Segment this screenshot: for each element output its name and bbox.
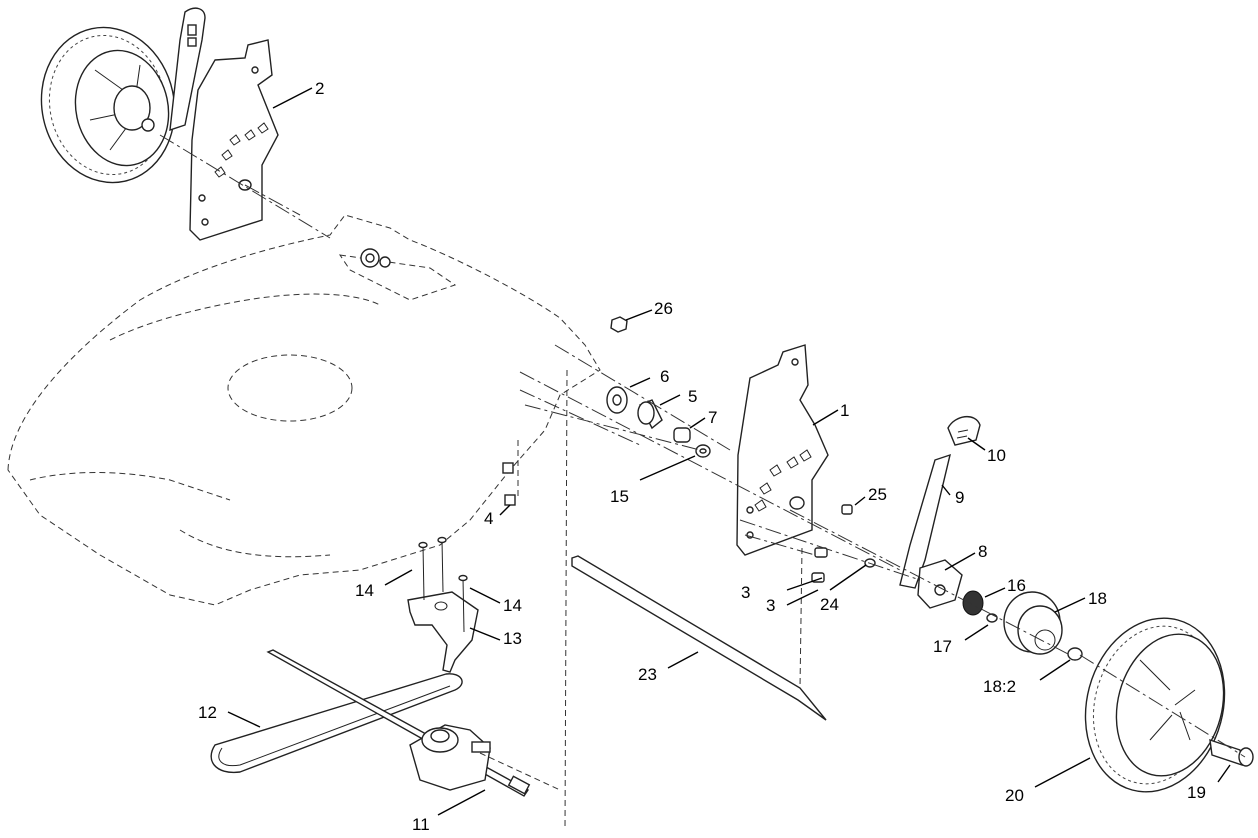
callout-1: 1	[840, 401, 849, 420]
callout-2: 2	[315, 79, 324, 98]
callout-18: 18	[1088, 589, 1107, 608]
callout-19: 19	[1187, 783, 1206, 802]
hardware-stack	[606, 316, 711, 458]
rear-pivot-plate	[189, 39, 279, 241]
baffle-bar	[571, 555, 827, 721]
callout-labels: 2 26 6 5 7 1 10 9 25 15 4 8 14 3 16 18 1…	[198, 79, 1206, 834]
drive-gear	[962, 590, 998, 623]
callout-8: 8	[978, 542, 987, 561]
callout-15: 15	[610, 487, 629, 506]
callout-14b: 14	[503, 596, 522, 615]
rear-height-lever	[169, 7, 206, 132]
height-adjust-lever	[899, 416, 981, 609]
callout-4: 4	[484, 509, 493, 528]
drive-belt	[210, 673, 463, 774]
mower-deck	[7, 214, 601, 606]
callout-11: 11	[412, 815, 430, 834]
callout-17: 17	[933, 637, 952, 656]
callout-3a: 3	[741, 583, 750, 602]
callout-20: 20	[1005, 786, 1024, 805]
callout-13: 13	[503, 629, 522, 648]
callout-9: 9	[955, 488, 964, 507]
callout-7: 7	[708, 408, 717, 427]
front-wheel-right	[1084, 617, 1254, 793]
transmission	[409, 724, 491, 791]
callout-6: 6	[660, 367, 669, 386]
leader-lines	[227, 87, 1231, 816]
callout-16: 16	[1007, 576, 1026, 595]
callout-14a: 14	[355, 581, 374, 600]
callout-24: 24	[820, 595, 839, 614]
callout-10: 10	[987, 446, 1006, 465]
callout-23: 23	[638, 665, 657, 684]
callout-3b: 3	[766, 596, 775, 615]
assembly-lines	[159, 134, 1246, 831]
deck-height-adjuster	[360, 248, 391, 268]
rear-wheel-left	[40, 26, 176, 184]
callout-18-2: 18:2	[983, 677, 1016, 696]
wheel-hub-cup	[1003, 591, 1083, 661]
bolts	[502, 462, 876, 583]
callout-12: 12	[198, 703, 217, 722]
callout-25: 25	[868, 485, 887, 504]
transmission-bracket	[407, 536, 479, 673]
callout-5: 5	[688, 387, 697, 406]
callout-26: 26	[654, 299, 673, 318]
